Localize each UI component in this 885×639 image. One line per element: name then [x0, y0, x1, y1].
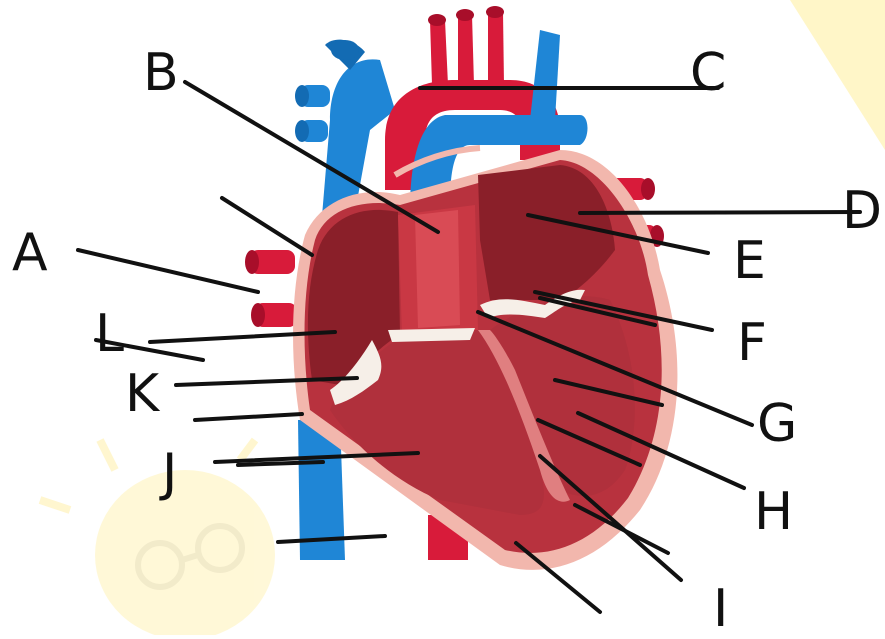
pointer-a — [78, 250, 258, 292]
label-b: B — [143, 47, 179, 99]
label-h: H — [754, 486, 793, 538]
label-k: K — [125, 368, 159, 420]
label-d: D — [842, 185, 882, 237]
pointer-extra-1 — [195, 414, 302, 420]
pulmonary-valve — [388, 328, 475, 342]
pointer-a-upper — [222, 198, 312, 255]
label-f: F — [737, 317, 767, 369]
label-l: L — [95, 308, 124, 360]
label-e: E — [733, 235, 766, 287]
label-i: I — [713, 583, 728, 635]
label-a: A — [12, 227, 48, 279]
label-g: G — [757, 398, 797, 450]
watermark-corner — [790, 0, 885, 150]
label-j: J — [162, 447, 177, 499]
watermark-lightbulb — [40, 440, 275, 635]
pulmonary-branch — [530, 30, 560, 120]
label-c: C — [690, 47, 726, 99]
aorta-root-inner — [415, 210, 460, 328]
pointer-d — [580, 212, 860, 213]
left-side-veins — [245, 250, 297, 327]
